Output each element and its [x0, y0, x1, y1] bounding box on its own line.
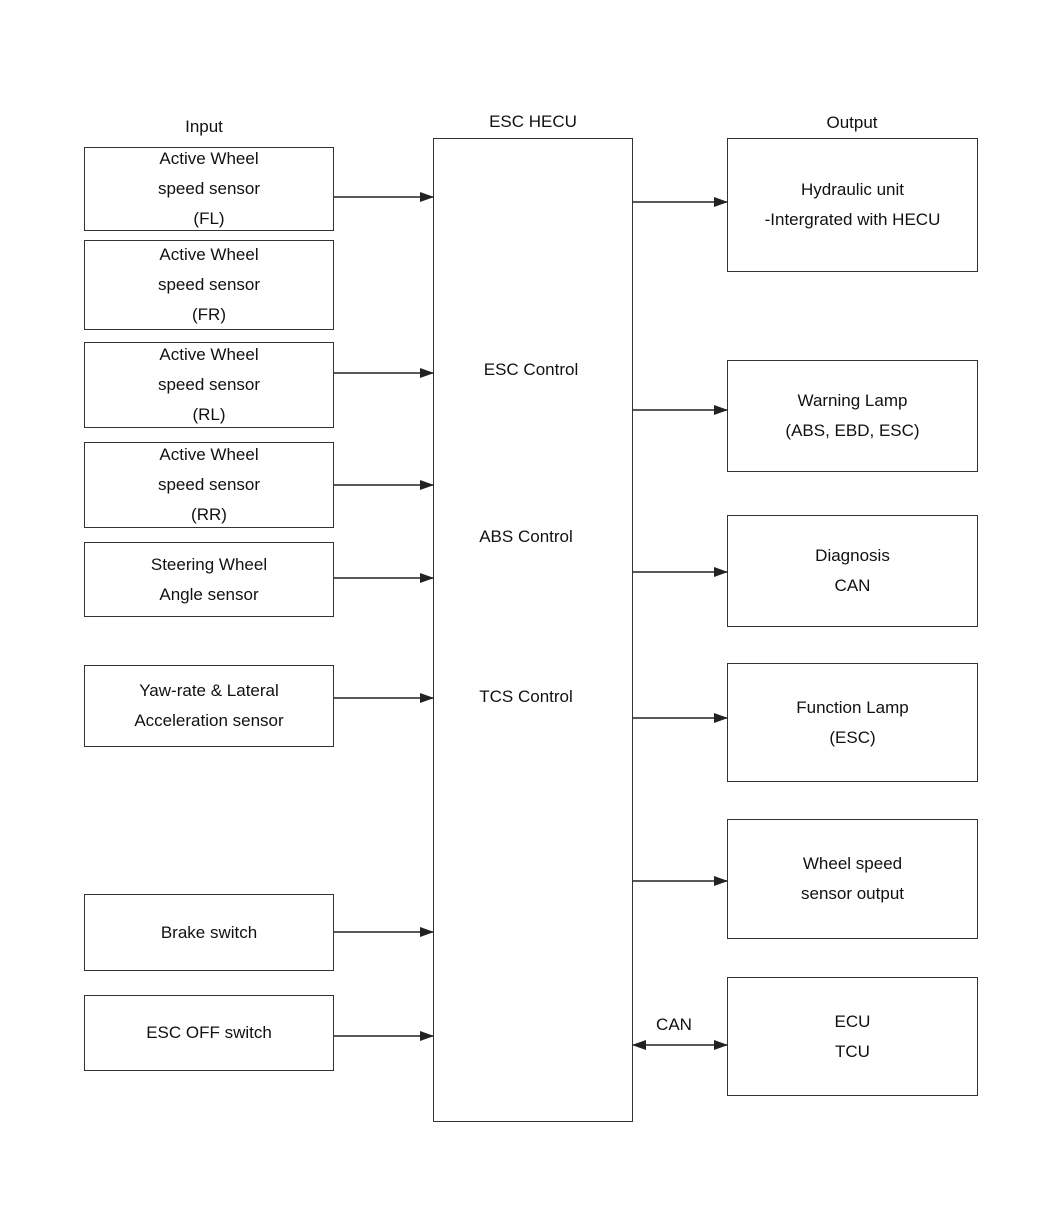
input-box-wheel-rl: Active Wheel speed sensor (RL)	[84, 342, 334, 428]
input-box-line: Yaw-rate & Lateral	[139, 681, 279, 700]
input-box-line: Active Wheel	[159, 245, 259, 264]
input-box-line: speed sensor	[157, 179, 261, 198]
input-box-line: ESC OFF switch	[146, 1023, 272, 1042]
output-box-line: Warning Lamp	[797, 391, 908, 410]
hecu-header: ESC HECU	[489, 112, 577, 131]
input-box-line: (FL)	[193, 209, 225, 228]
input-box-line: (RL)	[192, 405, 226, 424]
input-box-line: (FR)	[192, 305, 226, 324]
abs-control-label: ABS Control	[479, 527, 573, 546]
input-box-line: Active Wheel	[159, 345, 259, 364]
output-box-hydraulic-unit: Hydraulic unit -Intergrated with HECU	[727, 138, 978, 272]
input-box-line: Steering Wheel	[150, 554, 268, 574]
input-box-line: speed sensor	[157, 475, 261, 494]
output-box-line: Function Lamp	[796, 697, 909, 717]
input-box-line: speed sensor	[157, 275, 261, 294]
output-box-line: sensor output	[800, 884, 904, 903]
input-box-line: Active Wheel	[159, 445, 259, 464]
output-box-line: ECU	[834, 1011, 871, 1031]
output-box-diagnosis: Diagnosis CAN	[727, 515, 978, 627]
output-box-line: (ABS, EBD, ESC)	[785, 421, 920, 440]
output-box-warning-lamp: Warning Lamp (ABS, EBD, ESC)	[727, 360, 978, 472]
output-box-line: Wheel speed	[802, 854, 903, 873]
output-box-line: CAN	[834, 576, 871, 595]
can-label: CAN	[656, 1015, 692, 1034]
input-box-wheel-rr: Active Wheel speed sensor (RR)	[84, 442, 334, 528]
input-box-line: speed sensor	[157, 375, 261, 394]
input-box-wheel-fr: Active Wheel speed sensor (FR)	[84, 240, 334, 330]
output-box-line: (ESC)	[829, 727, 876, 747]
output-box-wheel-speed-output: Wheel speed sensor output	[727, 819, 978, 939]
input-box-yaw-rate: Yaw-rate & Lateral Acceleration sensor	[84, 665, 334, 747]
input-box-steering-angle: Steering Wheel Angle sensor	[84, 542, 334, 617]
input-box-line: Active Wheel	[159, 149, 259, 168]
input-box-brake-switch: Brake switch	[84, 894, 334, 971]
output-box-line: TCU	[835, 1041, 870, 1061]
input-box-line: Angle sensor	[159, 584, 259, 604]
output-box-function-lamp: Function Lamp (ESC)	[727, 663, 978, 782]
tcs-control-label: TCS Control	[479, 687, 573, 706]
input-header: Input	[185, 117, 223, 136]
input-box-esc-off-switch: ESC OFF switch	[84, 995, 334, 1071]
input-box-line: Acceleration sensor	[134, 711, 284, 730]
esc-control-label: ESC Control	[483, 360, 579, 379]
esc-hecu-box	[433, 138, 633, 1122]
input-box-line: (RR)	[191, 505, 227, 524]
output-box-line: Hydraulic unit	[801, 180, 904, 199]
output-box-line: Diagnosis	[815, 546, 890, 565]
output-box-line: -Intergrated with HECU	[764, 210, 941, 229]
input-box-wheel-fl: Active Wheel speed sensor (FL)	[84, 147, 334, 231]
output-box-ecu-tcu: ECU TCU	[727, 977, 978, 1096]
output-header: Output	[826, 113, 878, 132]
input-box-line: Brake switch	[160, 922, 258, 942]
